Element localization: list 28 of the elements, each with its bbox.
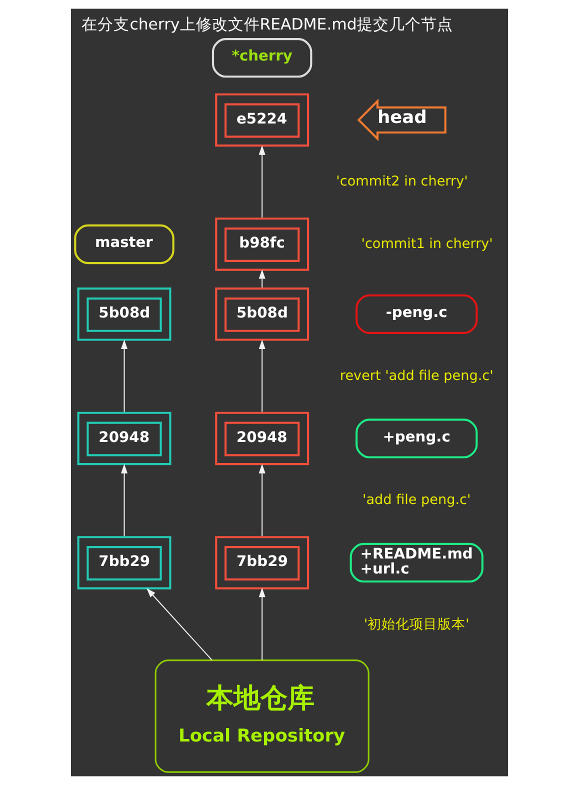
arrow [146,588,212,660]
node-box: e5224 [214,93,309,147]
node-box: 本地仓库 Local Repository [154,660,369,773]
node-box: 5b08d [76,288,171,341]
arrow [258,269,265,288]
node-label: 'commit2 in cherry' [336,174,468,190]
arrow [120,464,128,536]
node-box: 7bb29 [214,536,309,590]
node-box: *cherry [211,38,312,78]
node-label: 'add file peng.c' [362,492,470,508]
node-box: 5b08d [214,288,309,341]
node-box: -peng.c [355,294,478,334]
arrow [258,464,265,536]
node-box: 20948 [214,412,309,466]
node-label: revert 'add file peng.c' [339,368,493,384]
node-box: +peng.c [355,418,478,458]
arrow [258,145,265,218]
node-box: b98fc [214,218,309,271]
arrow [258,588,265,660]
node-box: 20948 [76,412,171,466]
node-box: 7bb29 [76,536,171,590]
diagram-title: 在分支cherry上修改文件README.md提交几个节点 [81,14,452,34]
arrow [120,340,128,412]
label: 'commit1 in cherry' [360,236,492,252]
node-label: '初始化项目版本' [363,616,469,632]
node-box: +README.md +url.c [349,542,483,583]
node-box: master [74,224,174,264]
arrow [258,340,265,412]
